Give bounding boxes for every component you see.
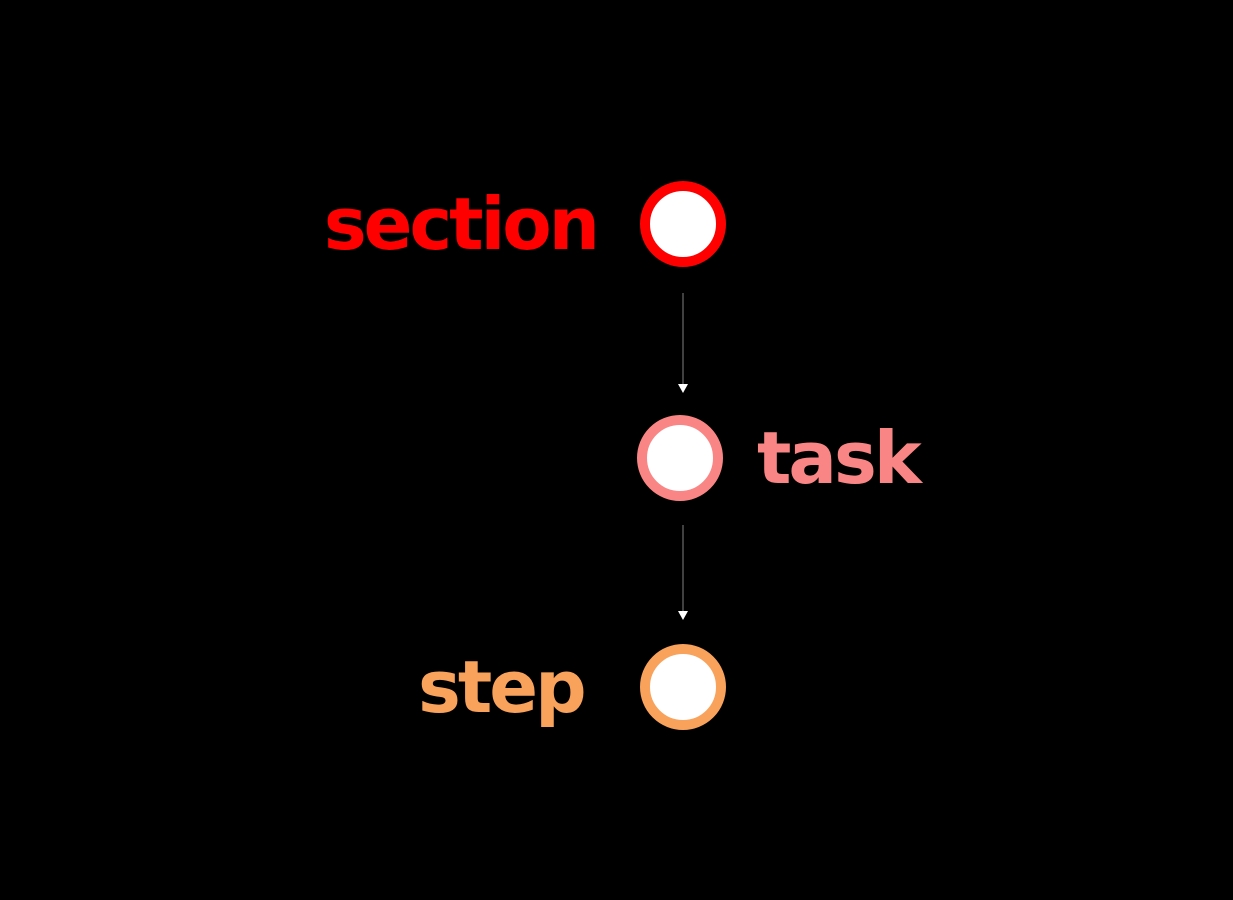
task-node-label: task <box>757 416 922 500</box>
step-node-circle <box>640 644 726 730</box>
edge-section-to-task-line <box>682 293 684 384</box>
step-node-label: step <box>418 645 587 729</box>
edge-task-to-step-line <box>682 525 684 611</box>
arrowhead-down-icon <box>678 384 688 393</box>
arrowhead-down-icon <box>678 611 688 620</box>
section-node-circle <box>640 181 726 267</box>
task-node-circle <box>637 415 723 501</box>
section-node-label: section <box>323 182 600 266</box>
